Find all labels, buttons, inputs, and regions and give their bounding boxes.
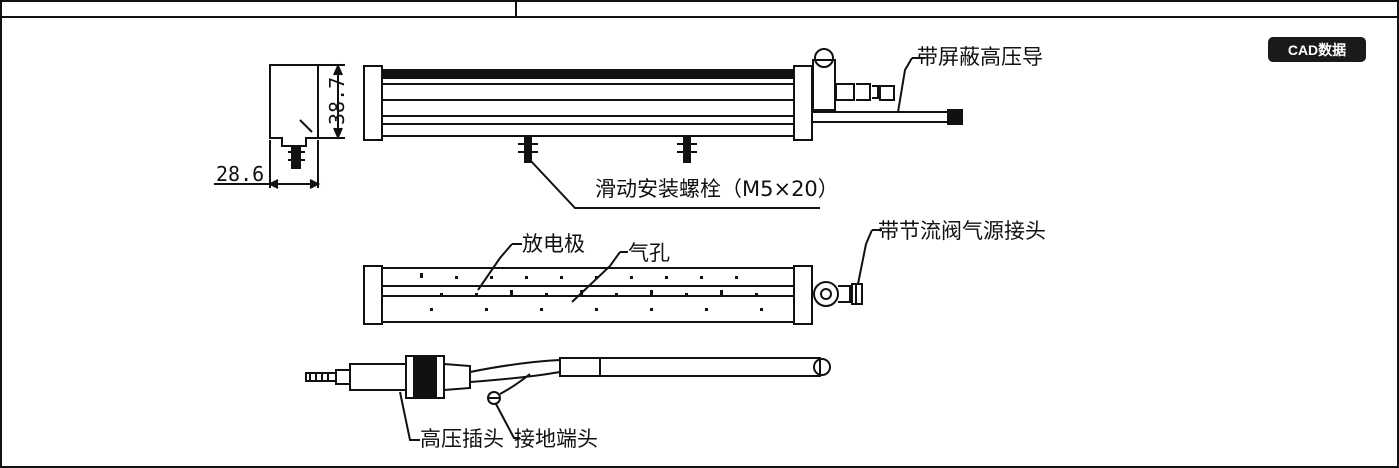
label-electrode: 放电极 bbox=[522, 232, 585, 256]
end-view bbox=[214, 63, 345, 189]
hv-cable-assembly bbox=[305, 355, 831, 441]
dimension-width: 28.6 bbox=[216, 162, 264, 186]
label-ground-terminal: 接地端头 bbox=[514, 427, 598, 451]
label-hv-plug: 高压插头 bbox=[420, 427, 504, 451]
cad-data-badge-label: CAD数据 bbox=[1288, 42, 1346, 58]
label-shield-cable: 带屏蔽高压导 bbox=[917, 45, 1043, 69]
label-throttle-fitting: 带节流阀气源接头 bbox=[878, 219, 1046, 243]
dimension-height: 38.7 bbox=[325, 77, 349, 125]
bar-front-view bbox=[363, 48, 963, 209]
label-mount-bolt: 滑动安装螺栓（M5×20） bbox=[595, 177, 839, 201]
bar-electrode-view bbox=[363, 229, 882, 325]
electrode-pins bbox=[420, 273, 763, 311]
label-air-hole: 气孔 bbox=[628, 241, 670, 265]
cad-data-badge[interactable]: CAD数据 bbox=[1268, 37, 1366, 62]
